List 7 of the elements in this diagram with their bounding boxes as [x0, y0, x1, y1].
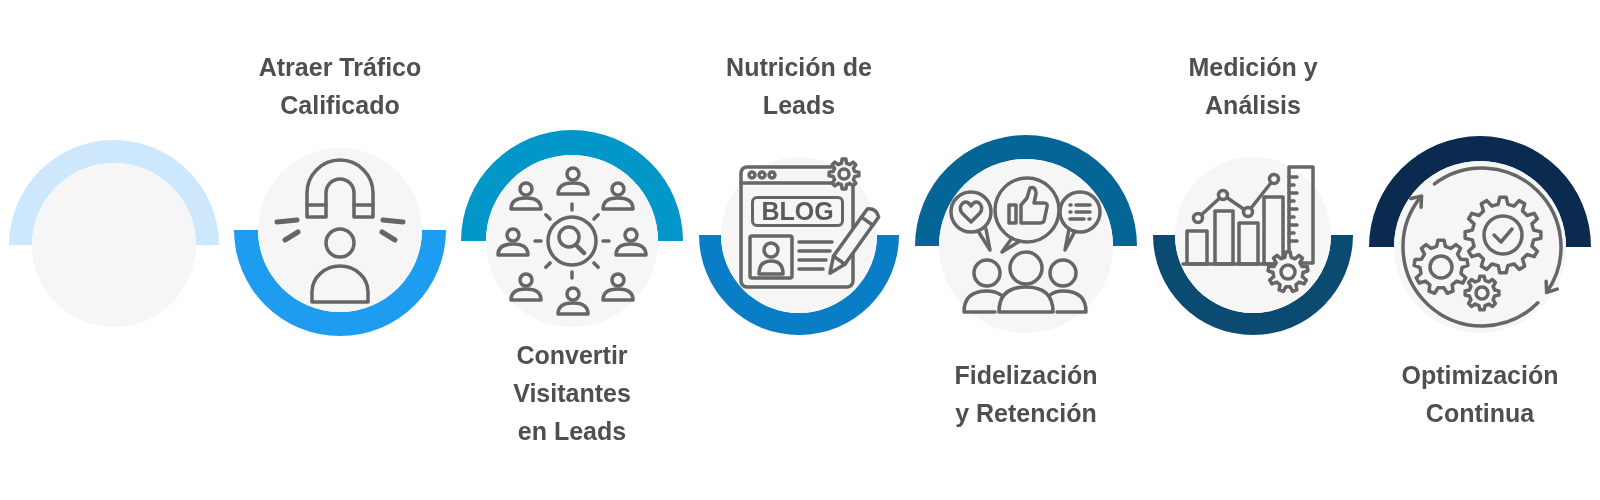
step-title: Medición y Análisis [1187, 52, 1319, 121]
step-title: Nutrición de Leads [725, 52, 873, 121]
step-title: Convertir Visitantes en Leads [512, 340, 632, 447]
step-title: Atraer Tráfico Calificado [257, 52, 423, 121]
step-title: Optimización Continua [1400, 360, 1560, 429]
step-title: Fidelización y Retención [953, 360, 1099, 429]
blog-label: BLOG [751, 196, 844, 227]
